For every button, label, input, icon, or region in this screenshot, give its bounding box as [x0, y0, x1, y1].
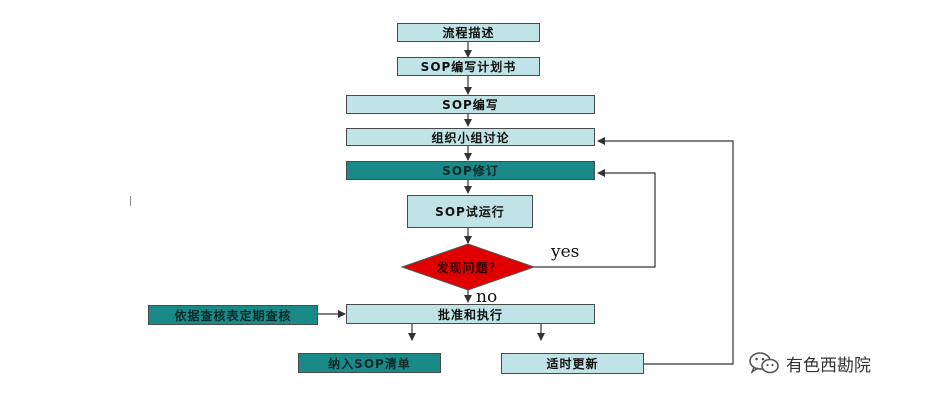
arrow-update-loop	[597, 137, 734, 365]
step-update: 适时更新	[501, 353, 644, 374]
label-no: no	[476, 287, 498, 307]
decision-diamond	[400, 243, 536, 291]
step-discuss: 组织小组讨论	[346, 128, 595, 146]
step-list: 纳入SOP清单	[298, 353, 441, 373]
step-describe: 流程描述	[397, 23, 540, 42]
step-approve: 批准和执行	[346, 304, 595, 324]
step-plan: SOP编写计划书	[397, 57, 540, 76]
step-revise: SOP修订	[346, 161, 595, 180]
watermark-text: 有色西勘院	[786, 355, 871, 376]
label-yes: yes	[551, 242, 580, 262]
step-trial: SOP试运行	[407, 195, 533, 228]
arrow-yes-loop	[532, 169, 656, 268]
watermark: 有色西勘院	[748, 349, 871, 377]
stray-mark	[130, 196, 131, 206]
step-audit: 依据查核表定期查核	[148, 305, 318, 325]
step-write: SOP编写	[346, 95, 595, 114]
decision-label: 发现问题？	[436, 260, 502, 275]
wechat-icon	[749, 352, 779, 374]
